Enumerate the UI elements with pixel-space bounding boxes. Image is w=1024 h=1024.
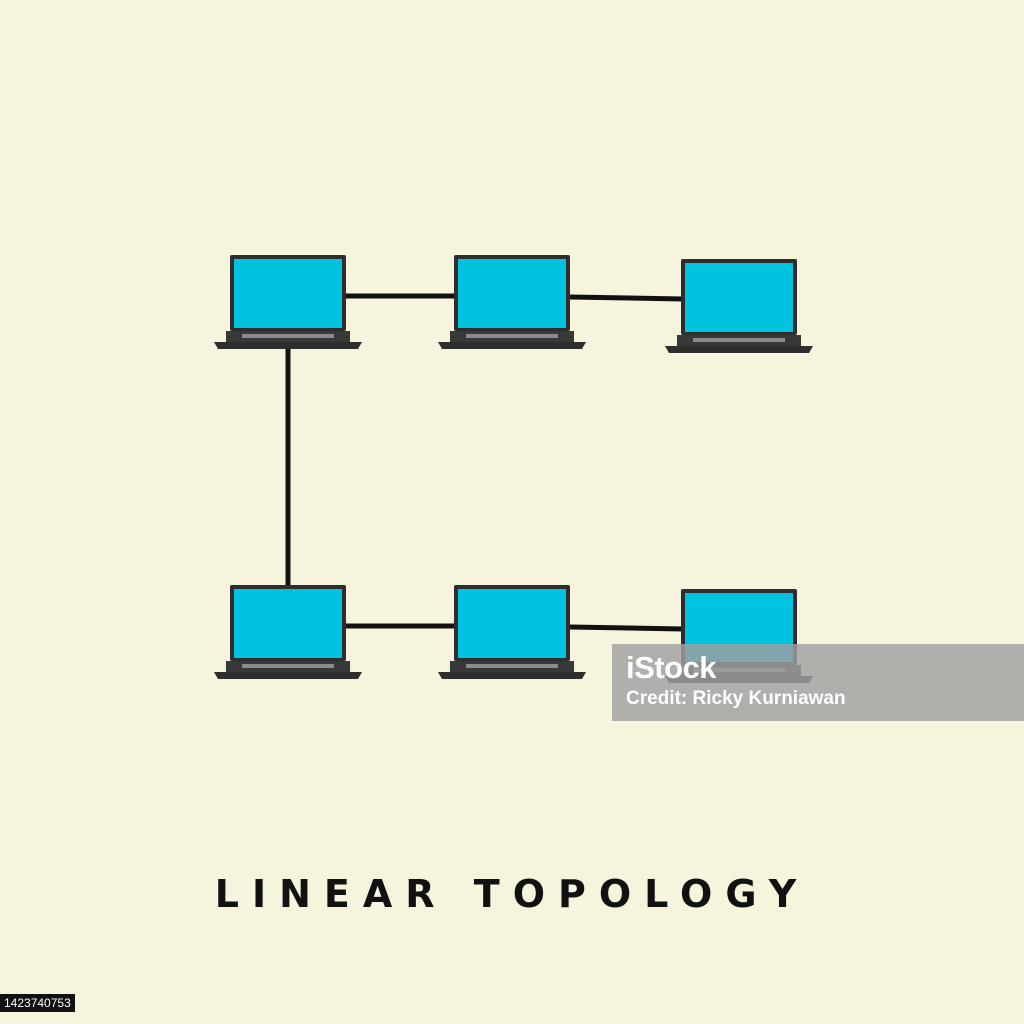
diagram-title: LINEAR TOPOLOGY: [214, 872, 810, 916]
laptop-icon: [665, 259, 813, 353]
nodes-layer: [214, 255, 813, 683]
laptop-screen: [234, 259, 342, 328]
laptop-keyboard: [242, 334, 334, 338]
laptop-screen: [685, 263, 793, 332]
laptop-icon: [438, 255, 586, 349]
laptop-screen: [458, 589, 566, 658]
laptop-base: [665, 346, 813, 353]
laptop-icon: [214, 255, 362, 349]
image-id-label: 1423740753: [0, 994, 75, 1012]
watermark-credit: Credit: Ricky Kurniawan: [626, 688, 846, 709]
laptop-screen: [458, 259, 566, 328]
laptop-keyboard: [466, 334, 558, 338]
watermark: iStock Credit: Ricky Kurniawan: [612, 644, 1024, 721]
laptop-keyboard: [693, 338, 785, 342]
watermark-logo: iStock: [626, 650, 717, 685]
laptop-base: [438, 672, 586, 679]
laptop-screen: [234, 589, 342, 658]
laptop-icon: [214, 585, 362, 679]
laptop-keyboard: [466, 664, 558, 668]
laptop-icon: [438, 585, 586, 679]
laptop-base: [214, 672, 362, 679]
laptop-base: [214, 342, 362, 349]
laptop-base: [438, 342, 586, 349]
laptop-keyboard: [242, 664, 334, 668]
